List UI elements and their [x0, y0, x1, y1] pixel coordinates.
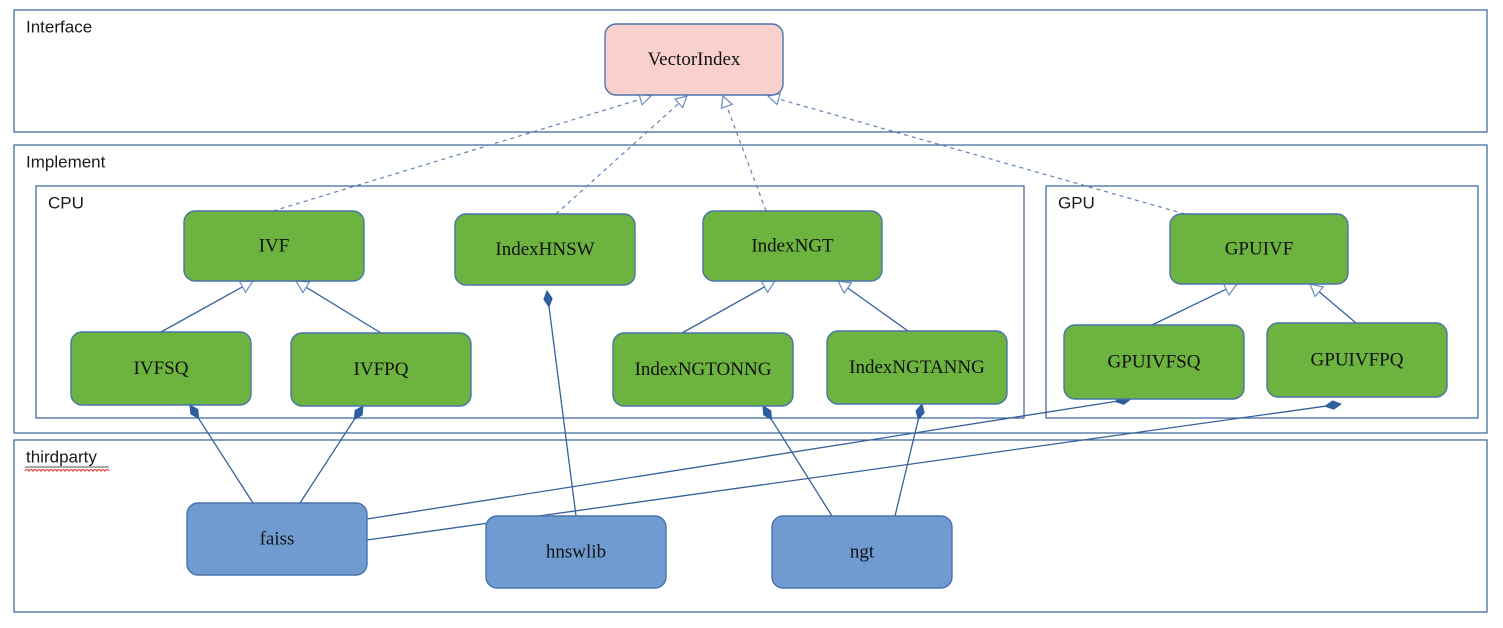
edge-path — [847, 287, 909, 332]
node-gpuivfsq[interactable]: GPUIVFSQ — [1063, 324, 1245, 400]
node-box-ivf[interactable] — [183, 210, 365, 282]
composition-diamond-icon — [915, 402, 925, 421]
node-vectorindex[interactable]: VectorIndex — [604, 23, 784, 96]
container-label-cpu: CPU — [48, 193, 84, 212]
node-label-indexngtanng: IndexNGTANNG — [849, 357, 985, 378]
node-label-vectorindex: VectorIndex — [648, 49, 741, 70]
node-label-hnswlib: hnswlib — [546, 541, 606, 562]
node-box-gpuivf[interactable] — [1169, 213, 1349, 285]
node-label-indexngt: IndexNGT — [751, 235, 834, 256]
node-label-faiss: faiss — [260, 528, 295, 549]
edge-path — [764, 408, 833, 517]
composition-diamond-icon — [762, 405, 773, 421]
node-hnswlib[interactable]: hnswlib — [485, 515, 667, 589]
node-faiss[interactable]: faiss — [186, 502, 368, 576]
edge-path — [681, 286, 765, 334]
node-box-ivfpq[interactable] — [290, 332, 472, 407]
edge-path — [191, 407, 254, 504]
node-label-indexhnsw: IndexHNSW — [495, 239, 594, 260]
edge-gpuivfpq-to-gpuivf — [1309, 283, 1357, 324]
edges-layer — [160, 92, 1357, 541]
node-box-gpuivfsq[interactable] — [1063, 324, 1245, 400]
node-box-gpuivfpq[interactable] — [1266, 322, 1448, 398]
edge-path — [778, 98, 1186, 215]
container-label-thirdparty: thirdparty — [26, 447, 97, 466]
node-box-indexngtanng[interactable] — [826, 330, 1008, 405]
node-box-ivfsq[interactable] — [70, 331, 252, 406]
node-indexngtanng[interactable]: IndexNGTANNG — [826, 330, 1008, 405]
composition-diamond-icon — [189, 404, 200, 420]
composition-diamond-icon — [543, 289, 553, 308]
node-label-gpuivfsq: GPUIVFSQ — [1108, 351, 1201, 372]
node-gpuivf[interactable]: GPUIVF — [1169, 213, 1349, 285]
edge-path — [546, 294, 577, 517]
edge-indexhnsw-to-vectorindex — [555, 95, 688, 215]
node-box-faiss[interactable] — [186, 502, 368, 576]
container-label-interface: Interface — [26, 17, 92, 36]
edge-path — [726, 106, 767, 212]
node-label-ivf: IVF — [259, 235, 290, 256]
node-ivfsq[interactable]: IVFSQ — [70, 331, 252, 406]
edge-path — [1318, 291, 1357, 324]
container-label-implement: Implement — [26, 152, 106, 171]
node-indexngtonng[interactable]: IndexNGTONNG — [612, 332, 794, 407]
node-indexngt[interactable]: IndexNGT — [702, 210, 883, 282]
node-label-indexngtonng: IndexNGTONNG — [635, 359, 772, 380]
edge-path — [305, 286, 382, 334]
node-box-indexngtonng[interactable] — [612, 332, 794, 407]
composition-diamond-icon — [1324, 400, 1343, 410]
node-label-ivfpq: IVFPQ — [354, 359, 409, 380]
node-indexhnsw[interactable]: IndexHNSW — [454, 213, 636, 286]
generalization-arrowhead-icon — [720, 94, 734, 110]
node-box-hnswlib[interactable] — [485, 515, 667, 589]
node-box-indexngt[interactable] — [702, 210, 883, 282]
node-ivfpq[interactable]: IVFPQ — [290, 332, 472, 407]
edge-path — [555, 102, 680, 215]
node-box-vectorindex[interactable] — [604, 23, 784, 96]
node-ngt[interactable]: ngt — [771, 515, 953, 589]
spellcheck-squiggle-icon — [24, 468, 110, 473]
node-label-ngt: ngt — [850, 541, 875, 562]
edge-path — [299, 408, 362, 504]
node-box-indexhnsw[interactable] — [454, 213, 636, 286]
edge-hnswlib-to-indexhnsw — [543, 289, 577, 517]
edge-path — [160, 286, 243, 333]
edge-path — [894, 406, 922, 517]
edge-faiss-to-ivfpq — [299, 405, 364, 504]
edge-indexngtanng-to-indexngt — [836, 280, 909, 332]
edge-ngt-to-indexngtanng — [894, 402, 925, 517]
edge-path — [366, 398, 1128, 520]
node-label-gpuivfpq: GPUIVFPQ — [1311, 349, 1404, 370]
node-gpuivfpq[interactable]: GPUIVFPQ — [1266, 322, 1448, 398]
edge-faiss-to-ivfsq — [189, 404, 254, 504]
edge-path — [1151, 288, 1227, 326]
edge-path — [272, 98, 641, 212]
node-label-gpuivf: GPUIVF — [1225, 238, 1294, 259]
generalization-arrowhead-icon — [1309, 283, 1325, 298]
container-label-gpu: GPU — [1058, 193, 1095, 212]
node-box-ngt[interactable] — [771, 515, 953, 589]
composition-diamond-icon — [353, 405, 364, 421]
node-ivf[interactable]: IVF — [183, 210, 365, 282]
generalization-arrowhead-icon — [673, 95, 688, 109]
generalization-arrowhead-icon — [836, 280, 853, 295]
node-label-ivfsq: IVFSQ — [134, 358, 189, 379]
edge-indexngt-to-vectorindex — [720, 94, 767, 212]
edge-ngt-to-indexngtonng — [762, 405, 833, 517]
